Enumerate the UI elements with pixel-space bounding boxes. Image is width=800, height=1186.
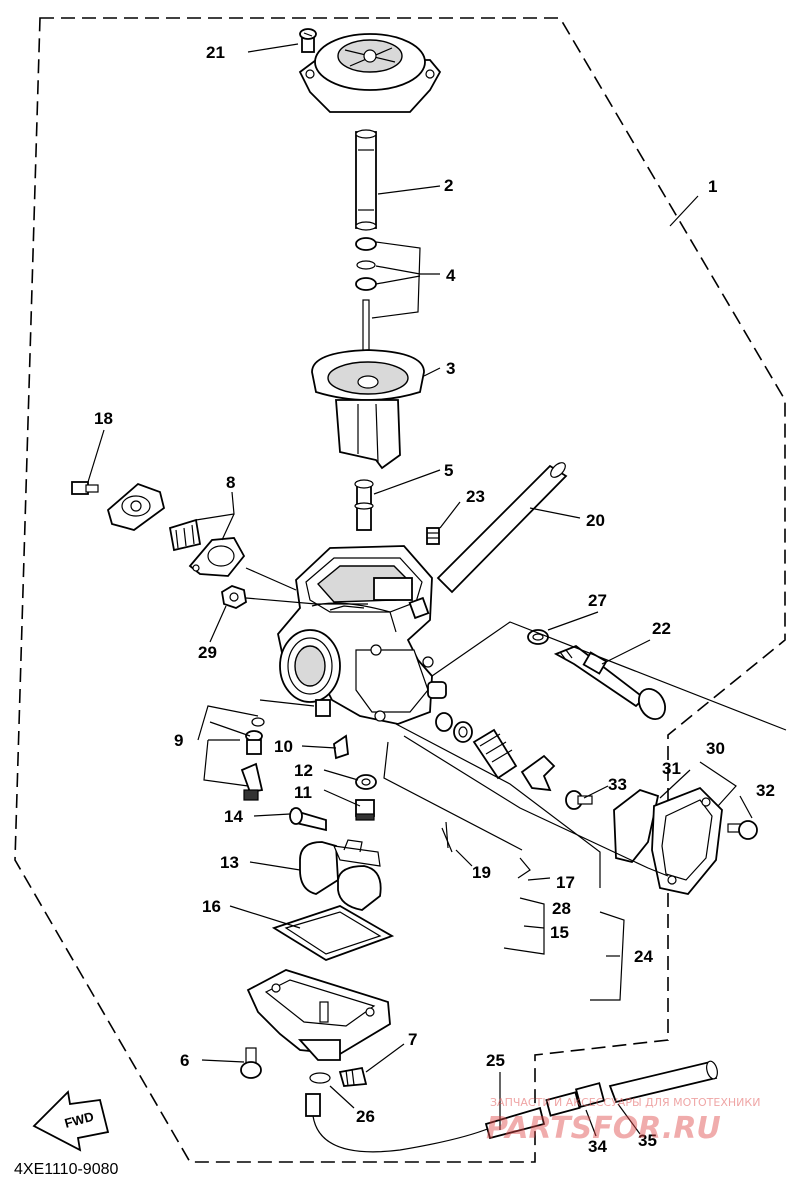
callout-18: 18 (94, 409, 113, 428)
callout-2: 2 (444, 176, 453, 195)
callout-29: 29 (198, 643, 217, 662)
part-32-screw (727, 820, 758, 840)
callout-14: 14 (224, 807, 243, 826)
callout-12: 12 (294, 761, 313, 780)
part-5-needle-jet (354, 479, 374, 531)
watermark-tagline: ЗАПЧАСТИ И АКСЕССУАРЫ ДЛЯ МОТОТЕХНИКИ (490, 1096, 760, 1109)
callout-9: 9 (174, 731, 183, 750)
callout-8: 8 (226, 473, 235, 492)
part-25-drain-hose (305, 1093, 546, 1153)
part-31-gasket (613, 788, 660, 864)
part-11-main-jet (355, 799, 375, 821)
callout-15: 15 (550, 923, 569, 942)
callout-3: 3 (446, 359, 455, 378)
drawing-code: 4XE1110-9080 (14, 1161, 118, 1178)
callout-25: 25 (486, 1051, 505, 1070)
part-26-clip (309, 1072, 331, 1084)
callout-17: 17 (556, 873, 575, 892)
float-bowl (246, 969, 391, 1061)
part-34-cable-adjuster (545, 1082, 606, 1117)
part-33-screw (565, 790, 593, 810)
part-14-float-pin (289, 807, 327, 832)
carburetor-body (277, 545, 447, 725)
callout-7: 7 (408, 1030, 417, 1049)
part-6-screw (240, 1047, 262, 1079)
part-10-jet (333, 734, 349, 760)
fwd-label: FWD (63, 1109, 95, 1131)
part-13-float (299, 839, 382, 911)
pilot-screw-assembly (435, 712, 556, 792)
part-30-cover (651, 786, 723, 895)
part-3-piston-valve (311, 349, 425, 470)
callout-4: 4 (446, 266, 456, 285)
part-top-cover (298, 33, 442, 113)
part-7-drain-screw (338, 1066, 368, 1087)
part-35-cable-sleeve (608, 1060, 718, 1104)
callout-20: 20 (586, 511, 605, 530)
callout-35: 35 (638, 1131, 657, 1150)
assembly-outline (14, 17, 786, 1163)
part-8-accel-pump-cover (168, 518, 246, 577)
callout-6: 6 (180, 1051, 189, 1070)
part-21-screw (299, 28, 317, 53)
callout-27: 27 (588, 591, 607, 610)
callout-23: 23 (466, 487, 485, 506)
part-20-hose (436, 462, 568, 594)
watermark-brand: PARTSFOR.RU (486, 1111, 721, 1146)
callout-28: 28 (552, 899, 571, 918)
callout-22: 22 (652, 619, 671, 638)
callout-33: 33 (608, 775, 627, 794)
part-23-screw (426, 527, 440, 545)
callout-10: 10 (274, 737, 293, 756)
callout-19: 19 (472, 863, 491, 882)
part-4-needle-set (355, 237, 377, 369)
part-29-nut (221, 585, 247, 609)
watermark: ЗАПЧАСТИ И АКСЕССУАРЫ ДЛЯ МОТОТЕХНИКИ PA… (486, 1096, 760, 1146)
callout-31: 31 (662, 759, 681, 778)
callout-30: 30 (706, 739, 725, 758)
leader-lines (87, 43, 787, 1137)
part-27-oring (527, 629, 549, 645)
part-9-jet-set (240, 717, 265, 801)
callout-21: 21 (206, 43, 225, 62)
callout-34: 34 (588, 1137, 607, 1156)
callout-32: 32 (756, 781, 775, 800)
callout-numbers: 1 2 3 4 5 6 7 8 9 10 11 12 13 14 15 16 1… (94, 43, 775, 1156)
part-12-washer (355, 774, 377, 790)
callout-11: 11 (294, 783, 312, 802)
callout-5: 5 (444, 461, 453, 480)
callout-13: 13 (220, 853, 239, 872)
callout-16: 16 (202, 897, 221, 916)
part-16-float-bowl-gasket (271, 905, 395, 961)
callout-26: 26 (356, 1107, 375, 1126)
callout-24: 24 (634, 947, 653, 966)
callout-1: 1 (708, 177, 717, 196)
fwd-arrow-icon: FWD (32, 1090, 110, 1152)
part-2-spring (355, 129, 377, 231)
part-18-screw-and-plate (71, 481, 166, 531)
part-22-throttle-stop-screw (553, 644, 667, 720)
